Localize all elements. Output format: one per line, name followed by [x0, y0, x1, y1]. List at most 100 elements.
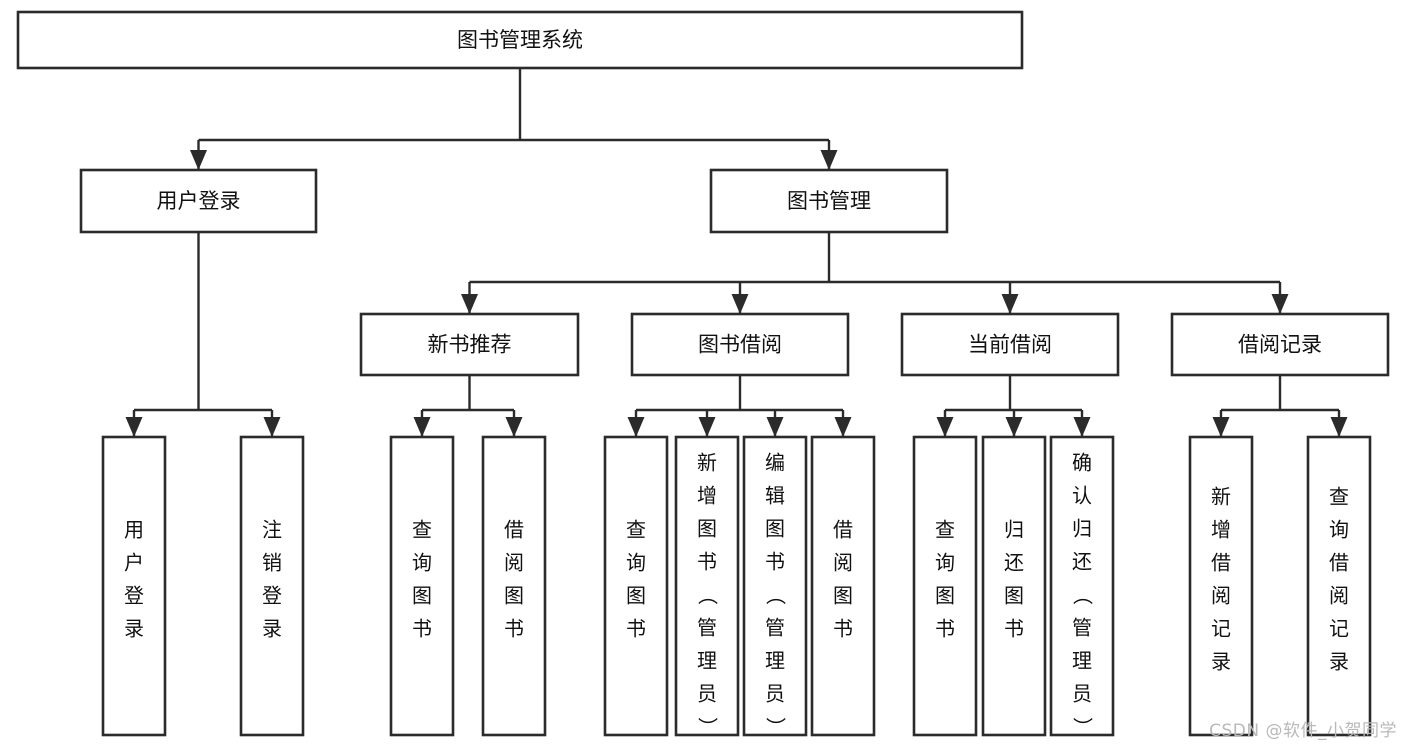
node-box-l3-0[interactable] [359, 312, 580, 377]
node-box-leaf-1[interactable] [239, 435, 305, 737]
node-box-l3-1[interactable] [630, 312, 850, 377]
node-leaf-0[interactable]: 用户登录 [101, 435, 167, 737]
node-box-leaf-7[interactable] [810, 435, 876, 737]
node-box-leaf-11[interactable] [1188, 435, 1254, 737]
edge-current-to-return-arrow-icon [1005, 417, 1023, 437]
edge-borrow-to-edit-arrow-icon [766, 417, 784, 437]
edge-group-l3_2 [936, 375, 1091, 437]
edge-newbook-to-query-arrow-icon [413, 417, 431, 437]
svg-text:理: 理 [1072, 648, 1092, 672]
node-l2-1[interactable]: 图书管理 [709, 168, 949, 234]
edge-record-to-add-arrow-icon [1212, 417, 1230, 437]
svg-text:）: ） [764, 717, 788, 737]
node-l2-0[interactable]: 用户登录 [79, 168, 318, 234]
svg-text:图: 图 [765, 516, 785, 540]
svg-text:查: 查 [935, 517, 955, 541]
svg-text:阅: 阅 [1329, 583, 1349, 607]
node-box-leaf-10[interactable] [1049, 435, 1115, 737]
svg-text:录: 录 [1211, 649, 1231, 673]
edge-group-l3_1 [627, 375, 852, 437]
node-box-l3-3[interactable] [1170, 312, 1390, 377]
svg-text:增: 增 [1211, 517, 1231, 541]
node-box-leaf-2[interactable] [389, 435, 455, 737]
svg-text:借: 借 [1329, 550, 1349, 574]
svg-text:书: 书 [1004, 616, 1024, 640]
node-box-leaf-4[interactable] [603, 435, 669, 737]
svg-text:录: 录 [124, 616, 144, 640]
svg-text:）: ） [1071, 717, 1095, 737]
node-box-root[interactable] [16, 10, 1024, 70]
svg-text:询: 询 [1329, 517, 1349, 541]
svg-text:书: 书 [697, 549, 717, 573]
nodes-layer: 图书管理系统用户登录图书管理新书推荐图书借阅当前借阅借阅记录用户登录注销登录查询… [16, 10, 1390, 737]
node-l3-1[interactable]: 图书借阅 [630, 312, 850, 377]
node-box-leaf-12[interactable] [1306, 435, 1372, 737]
node-box-leaf-9[interactable] [981, 435, 1047, 737]
svg-text:借: 借 [1211, 550, 1231, 574]
edge-group-root [190, 68, 838, 170]
svg-text:员: 员 [697, 681, 717, 705]
svg-text:归: 归 [1004, 517, 1024, 541]
svg-text:（: （ [696, 585, 720, 605]
node-box-leaf-8[interactable] [912, 435, 978, 737]
node-box-l3-2[interactable] [900, 312, 1120, 377]
svg-text:记: 记 [1329, 616, 1349, 640]
node-l3-0[interactable]: 新书推荐 [359, 312, 580, 377]
svg-text:书: 书 [626, 616, 646, 640]
svg-text:新: 新 [1211, 484, 1231, 508]
svg-text:户: 户 [124, 550, 144, 574]
svg-text:书: 书 [504, 616, 524, 640]
node-box-leaf-3[interactable] [481, 435, 547, 737]
svg-text:图: 图 [697, 516, 717, 540]
svg-text:借: 借 [833, 517, 853, 541]
edge-current-to-query-arrow-icon [936, 417, 954, 437]
svg-text:登: 登 [262, 583, 282, 607]
node-box-l2-1[interactable] [709, 168, 949, 234]
node-label-l3-1: 图书借阅 [698, 333, 782, 357]
edge-borrow-to-add-arrow-icon [698, 417, 716, 437]
svg-text:归: 归 [1072, 516, 1092, 540]
edge-userlogin-to-login-arrow-icon [125, 417, 143, 437]
node-root[interactable]: 图书管理系统 [16, 10, 1024, 70]
svg-text:书: 书 [765, 549, 785, 573]
node-box-leaf-5[interactable] [674, 435, 740, 737]
svg-text:增: 增 [697, 483, 717, 507]
node-box-leaf-6[interactable] [742, 435, 808, 737]
edge-newbook-to-borrow-arrow-icon [505, 417, 523, 437]
node-label-l2-0: 用户登录 [157, 189, 241, 213]
node-l3-2[interactable]: 当前借阅 [900, 312, 1120, 377]
node-box-leaf-0[interactable] [101, 435, 167, 737]
svg-text:图: 图 [412, 583, 432, 607]
svg-text:销: 销 [262, 550, 282, 574]
node-l3-3[interactable]: 借阅记录 [1170, 312, 1390, 377]
svg-text:询: 询 [626, 550, 646, 574]
svg-text:登: 登 [124, 583, 144, 607]
edge-group-l3_0 [413, 375, 523, 437]
svg-text:查: 查 [412, 517, 432, 541]
edge-borrow-to-lend-arrow-icon [834, 417, 852, 437]
edge-root-to-book-management-arrow-icon [820, 150, 838, 170]
svg-text:书: 书 [412, 616, 432, 640]
node-box-l2-0[interactable] [79, 168, 318, 234]
svg-text:借: 借 [504, 517, 524, 541]
